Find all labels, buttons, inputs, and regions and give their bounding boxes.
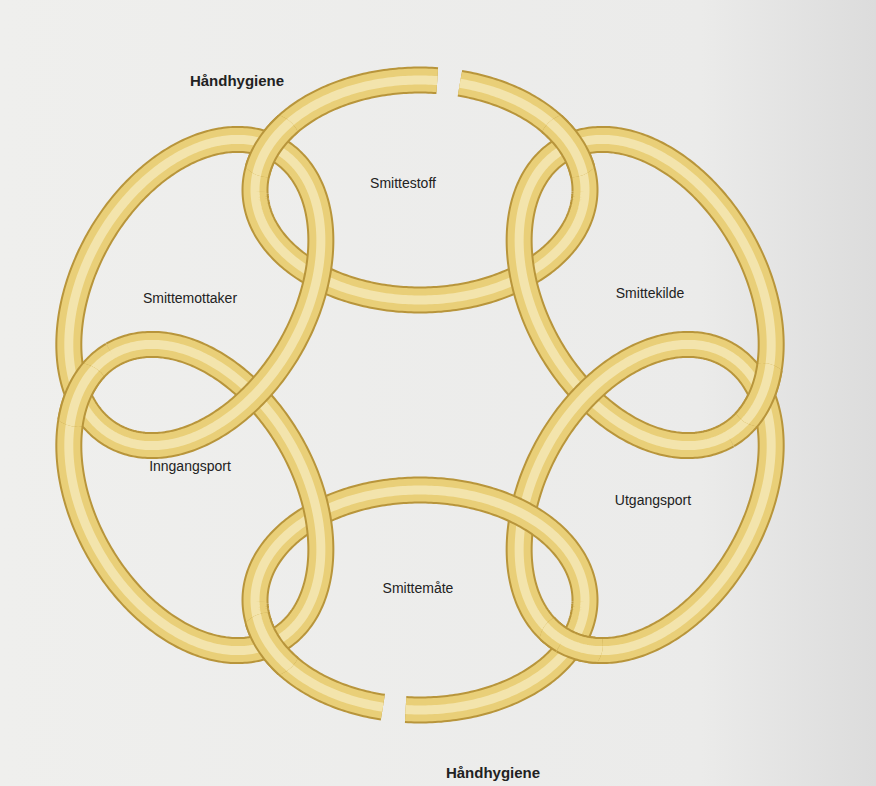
link-name: Smittemåte <box>383 580 454 596</box>
ring-band <box>519 139 771 445</box>
ring-edge <box>519 139 771 445</box>
ring-edge <box>255 80 585 300</box>
ring-band <box>519 344 771 650</box>
ring-edge <box>519 344 771 650</box>
ring-band <box>69 139 321 445</box>
ring-shine <box>69 139 321 445</box>
ring-shine <box>255 490 585 710</box>
chain-link: Smittemottaker <box>138 287 242 309</box>
ring-shine <box>519 344 771 650</box>
ring-overlap <box>255 80 585 300</box>
ring-shine <box>519 344 771 650</box>
ring-edge <box>69 344 321 650</box>
ring-edge <box>69 344 321 650</box>
link-name: Inngangsport <box>149 458 231 474</box>
chain-ring <box>519 139 771 445</box>
link-name: Smittekilde <box>616 285 684 301</box>
ring-edge <box>69 139 321 445</box>
ring-edge <box>255 80 585 300</box>
ring-edge <box>519 139 771 445</box>
chain-link: Smittekilde <box>611 282 689 304</box>
ring-overlap <box>255 490 585 710</box>
ring-shine <box>519 139 771 445</box>
chain-link: Inngangsport <box>144 455 236 477</box>
link-name: Smittestoff <box>370 175 436 191</box>
chain-ring <box>69 139 321 445</box>
ring-shine <box>69 344 321 650</box>
ring-edge <box>255 490 585 710</box>
ring-overlap <box>519 344 771 650</box>
ring-overlap <box>69 344 321 650</box>
break-label: Håndhygiene <box>443 763 543 782</box>
ring-overlap <box>255 80 585 300</box>
link-name: Smittemottaker <box>143 290 237 306</box>
ring-shine <box>69 344 321 650</box>
ring-band <box>255 490 585 710</box>
ring-band <box>519 139 771 445</box>
ring-band <box>255 80 585 300</box>
ring-shine <box>519 139 771 445</box>
chain-ring <box>519 344 771 650</box>
link-name: Utgangsport <box>615 492 691 508</box>
chain-link: Smittestoff <box>365 172 441 194</box>
ring-band <box>69 344 321 650</box>
ring-band <box>255 80 585 300</box>
ring-overlap <box>519 139 771 445</box>
break-label: Håndhygiene <box>187 71 287 90</box>
ring-band <box>519 344 771 650</box>
ring-shine <box>255 80 585 300</box>
chain-ring <box>69 344 321 650</box>
ring-shine <box>255 80 585 300</box>
chain-link: Utgangsport <box>610 489 696 511</box>
chain-link: Smittemåte <box>378 577 459 599</box>
ring-band <box>69 344 321 650</box>
ring-edge <box>519 344 771 650</box>
